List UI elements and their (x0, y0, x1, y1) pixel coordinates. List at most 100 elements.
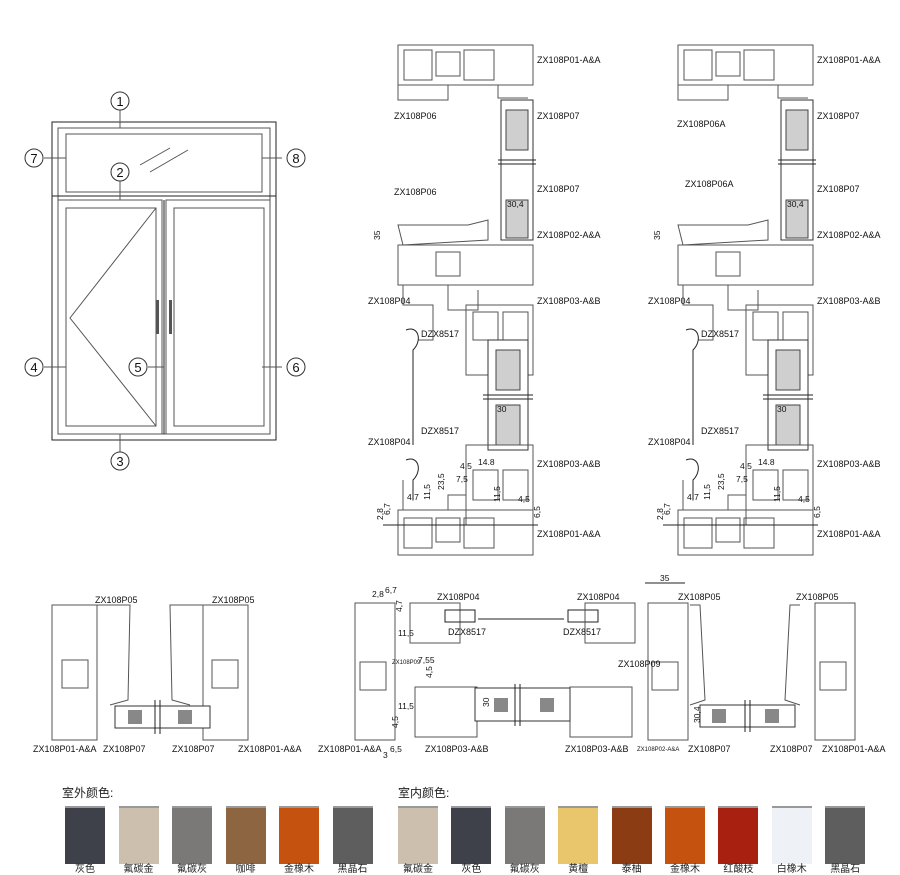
interior-color-swatch-label: 灰色 (461, 864, 482, 875)
callout-2: 2 (116, 165, 123, 180)
part-label: ZX108P05 (212, 595, 255, 605)
callout-7: 7 (30, 151, 37, 166)
dimension: 35 (372, 230, 382, 240)
dimension: 30,4 (692, 706, 702, 723)
dimension: 30,4 (507, 199, 524, 209)
dimension: 11,5 (398, 701, 414, 711)
part-label: ZX108P01-A&A (817, 55, 881, 65)
interior-color-swatch (451, 806, 492, 864)
part-label: ZX108P03-A&B (425, 744, 489, 754)
part-label: ZX108P04 (437, 592, 480, 602)
dimension: 35 (660, 573, 670, 583)
dimension: 23,5 (436, 473, 446, 490)
dimension: 14.8 (478, 457, 495, 467)
part-label: ZX108P07 (172, 744, 215, 754)
dimension: 23,5 (716, 473, 726, 490)
interior-colors-title: 室内颜色: (398, 786, 450, 800)
part-label: ZX108P01-A&A (822, 744, 886, 754)
part-label: ZX108P06A (677, 119, 726, 129)
window-elevation: 1 2 3 4 5 6 7 8 (24, 91, 306, 471)
interior-color-swatch (398, 806, 438, 864)
interior-color-swatch (558, 806, 599, 864)
dimension: 35 (652, 230, 662, 240)
dimension: 30 (481, 697, 491, 707)
exterior-color-swatch (279, 806, 319, 864)
part-label: ZX108P05 (678, 592, 721, 602)
interior-color-swatch (771, 806, 812, 864)
exterior-color-swatch (65, 806, 105, 864)
dimension: 30 (497, 404, 507, 414)
dimension: 6,5 (812, 506, 822, 518)
section-drawing-left: ZX108P01-A&A ZX108P06 ZX108P07 ZX108P06 … (368, 44, 601, 556)
part-label: ZX108P06 (394, 187, 437, 197)
part-label: DZX8517 (701, 329, 739, 339)
dimension: 2,8 (375, 508, 385, 520)
callout-4: 4 (30, 360, 37, 375)
interior-color-swatch (611, 806, 652, 864)
dimension: 3 (383, 750, 388, 760)
part-label: ZX108P03-A&B (817, 459, 881, 469)
part-label: DZX8517 (701, 426, 739, 436)
exterior-color-swatch (225, 806, 266, 864)
exterior-color-swatch (332, 806, 373, 864)
interior-color-swatch-label: 泰柚 (621, 864, 642, 875)
part-label: ZX108P05 (796, 592, 839, 602)
dimension: 6,5 (390, 744, 402, 754)
dimension: 6,5 (532, 506, 542, 518)
callout-5: 5 (134, 360, 141, 375)
dimension: 4,5 (390, 716, 400, 728)
part-label: ZX108P01-A&A (537, 529, 601, 539)
exterior-color-swatch-label: 灰色 (75, 864, 95, 875)
part-label: ZX108P04 (648, 296, 691, 306)
part-label: ZX108P03-A&B (537, 296, 601, 306)
callout-8: 8 (292, 151, 299, 166)
dimension: 14.8 (758, 457, 775, 467)
part-label: DZX8517 (563, 627, 601, 637)
interior-color-swatch-label: 氟碳灰 (509, 864, 540, 875)
dimension: 4,5 (424, 666, 434, 678)
part-label: ZX108P07 (688, 744, 731, 754)
exterior-color-swatch-label: 金橡木 (284, 864, 314, 875)
interior-color-swatch (825, 806, 866, 864)
callout-6: 6 (292, 360, 299, 375)
dimension: 7,5 (736, 474, 748, 484)
part-label: DZX8517 (421, 426, 459, 436)
dimension: 6,7 (385, 585, 397, 595)
dimension: 11,5 (422, 484, 432, 500)
dimension: 4,5 (798, 494, 810, 504)
callout-3: 3 (116, 454, 123, 469)
dimension: 30,4 (787, 199, 804, 209)
part-label: ZX108P01-A&A (33, 744, 97, 754)
part-label: ZX108P07 (770, 744, 813, 754)
part-label: ZX108P07 (103, 744, 146, 754)
interior-color-swatch (665, 806, 705, 864)
exterior-color-swatch-label: 氟碳灰 (177, 864, 207, 875)
part-label: ZX108P09 (392, 660, 421, 666)
part-label: ZX108P04 (368, 437, 411, 447)
interior-color-swatch-label: 白橡木 (776, 864, 807, 875)
part-label: ZX108P02-A&A (537, 230, 601, 240)
part-label: ZX108P01-A&A (238, 744, 302, 754)
exterior-color-swatch-label: 黑晶石 (337, 864, 368, 875)
dimension: 2,8 (655, 508, 665, 520)
part-label: ZX108P02-A&A (817, 230, 881, 240)
dimension: 4,7 (407, 492, 419, 502)
dimension: 11,5 (772, 486, 782, 502)
handle-icon (156, 300, 159, 334)
part-label: ZX108P02-A&A (637, 747, 679, 753)
exterior-color-swatch (118, 806, 159, 864)
part-label: DZX8517 (448, 627, 486, 637)
exterior-color-swatch-label: 咖啡 (235, 864, 256, 875)
horizontal-section-left: ZX108P05 ZX108P05 ZX108P01-A&A ZX108P07 … (33, 595, 302, 754)
part-label: ZX108P07 (537, 184, 580, 194)
dimension: 11,5 (398, 628, 414, 638)
exterior-color-swatch (172, 806, 212, 864)
part-label: ZX108P01-A&A (537, 55, 601, 65)
part-label: ZX108P04 (577, 592, 620, 602)
dimension: 2,8 (372, 589, 384, 599)
part-label: ZX108P09 (618, 659, 661, 669)
part-label: ZX108P03-A&B (537, 459, 601, 469)
interior-color-swatch-label: 氟碳金 (403, 864, 433, 875)
exterior-color-swatch-label: 氟碳金 (123, 864, 154, 875)
